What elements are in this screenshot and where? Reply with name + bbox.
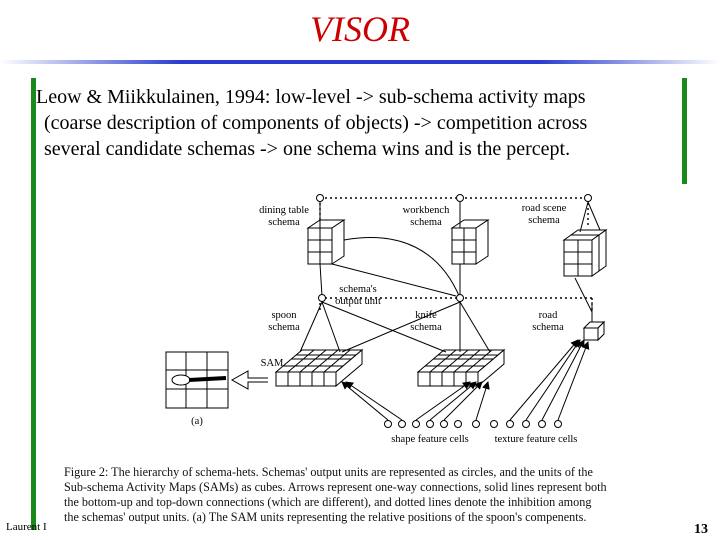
top-output-units bbox=[316, 194, 592, 202]
footer-author: Laurent I bbox=[6, 521, 47, 533]
schema-hierarchy-diagram: dining table schema workbench schema roa… bbox=[165, 194, 608, 445]
body-line-2: (coarse description of components of obj… bbox=[44, 112, 588, 134]
label-road-2: schema bbox=[532, 322, 564, 333]
label-dining-table: dining table bbox=[259, 205, 309, 216]
road-scene-cube-stack bbox=[562, 229, 608, 277]
caption-line-4: the schemas' output units. (a) The SAM u… bbox=[64, 510, 587, 524]
label-workbench: workbench bbox=[403, 205, 450, 216]
label-panel-a: (a) bbox=[191, 416, 203, 427]
label-knife-2: schema bbox=[410, 322, 442, 333]
road-cube bbox=[582, 320, 606, 342]
caption-line-2: Sub-schema Activity Maps (SAMs) as cubes… bbox=[64, 480, 607, 494]
label-knife: knife bbox=[415, 310, 437, 321]
label-spoon: spoon bbox=[271, 310, 297, 321]
bottom-up-arrows bbox=[341, 339, 590, 421]
spoon-sam-grid bbox=[274, 348, 364, 388]
label-workbench-2: schema bbox=[410, 217, 442, 228]
label-output-unit-2: output unit bbox=[335, 296, 381, 307]
middle-output-units bbox=[318, 294, 464, 302]
slide-body: Leow & Miikkulainen, 1994: low-level -> … bbox=[36, 84, 676, 162]
label-spoon-2: schema bbox=[268, 322, 300, 333]
sam-connections bbox=[299, 301, 491, 353]
label-road-scene: road scene bbox=[522, 203, 567, 214]
label-output-unit: schema's bbox=[339, 284, 376, 295]
workbench-cube-stack bbox=[450, 219, 490, 265]
schema-connections bbox=[319, 201, 601, 313]
slide-title: VISOR bbox=[310, 9, 410, 49]
figure-caption: Figure 2: The hierarchy of schema-hets. … bbox=[64, 465, 714, 525]
spoon-sam-panel bbox=[165, 351, 268, 409]
page-number: 13 bbox=[694, 522, 708, 537]
label-dining-table-2: schema bbox=[268, 217, 300, 228]
body-line-1: Leow & Miikkulainen, 1994: low-level -> … bbox=[36, 86, 586, 108]
left-accent-bar bbox=[31, 78, 36, 530]
diagram-labels: dining table schema workbench schema roa… bbox=[191, 203, 577, 445]
caption-line-1: Figure 2: The hierarchy of schema-hets. … bbox=[64, 465, 593, 479]
label-shape-cells: shape feature cells bbox=[391, 434, 469, 445]
label-sam: SAM bbox=[261, 358, 284, 369]
caption-line-3: the bottom-up and top-down connections (… bbox=[64, 495, 592, 509]
right-accent-bar bbox=[682, 78, 687, 184]
dining-table-cube-stack bbox=[306, 219, 346, 265]
label-road: road bbox=[539, 310, 558, 321]
title-underline bbox=[0, 60, 720, 64]
body-line-3: several candidate schemas -> one schema … bbox=[44, 138, 571, 160]
knife-sam-grid bbox=[416, 348, 506, 388]
feature-cells bbox=[384, 420, 562, 428]
label-texture-cells: texture feature cells bbox=[495, 434, 578, 445]
label-road-scene-2: schema bbox=[528, 215, 560, 226]
